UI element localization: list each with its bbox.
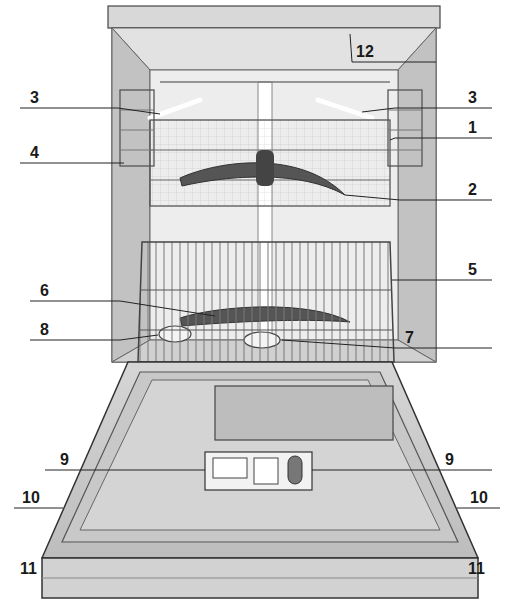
detergent-dispenser: [205, 452, 312, 490]
callout-number: 6: [40, 282, 49, 300]
cup-shelf-left: [120, 90, 154, 166]
callout-number: 11: [468, 560, 485, 578]
leader-line: [457, 508, 500, 509]
dispenser-compartment: [213, 458, 247, 478]
door-outer: [42, 362, 478, 558]
leader-line: [14, 508, 63, 509]
callout-number: 1: [468, 119, 477, 137]
rack-wire: [139, 329, 393, 330]
callout-number: 12: [356, 43, 374, 61]
callout-number: 3: [468, 89, 477, 107]
upper-rail: [160, 81, 390, 83]
leader-line: [282, 340, 492, 348]
callout-number: 10: [22, 489, 40, 507]
kick-plate-edge: [42, 578, 478, 579]
callout-number: 7: [405, 329, 414, 347]
leader-line: [350, 34, 436, 62]
leader-line: [45, 470, 205, 471]
lower-rack: [138, 242, 394, 362]
rinse-aid-indicator: [288, 456, 302, 484]
leader-line: [390, 138, 492, 140]
callout-number: 8: [40, 321, 49, 339]
tub-right-wall: [398, 28, 436, 362]
callout-number: 10: [470, 489, 488, 507]
callout-number: 9: [445, 451, 454, 469]
leader-line: [20, 108, 160, 114]
callout-number: 2: [468, 181, 477, 199]
leader-line: [362, 108, 492, 112]
door: [42, 362, 478, 598]
leader-line: [30, 301, 215, 316]
leader-line: [30, 335, 158, 340]
upper-rack: [120, 90, 422, 206]
callout-number: 4: [30, 144, 39, 162]
cup-shelf-wire: [388, 110, 422, 150]
cup-shelf-right: [388, 90, 422, 166]
door-rim: [62, 372, 458, 542]
leader-line: [20, 163, 124, 164]
callout-number: 11: [20, 560, 37, 578]
cup-shelf-wire: [120, 110, 154, 150]
upper-basket: [150, 120, 390, 206]
tub-ceiling: [112, 28, 436, 70]
callout-number: 5: [468, 261, 477, 279]
lower-basket: [138, 242, 394, 362]
door-window: [215, 386, 393, 440]
door-inner-panel: [80, 380, 440, 530]
spray-arm-hub: [256, 150, 274, 186]
leader-line: [312, 470, 492, 471]
leader-lines: [14, 34, 500, 508]
callout-number: 3: [30, 89, 39, 107]
callout-number: 9: [60, 451, 69, 469]
top-lip: [108, 6, 440, 28]
leader-line: [392, 280, 492, 281]
rack-rail-left: [150, 100, 200, 118]
rack-rail-right: [318, 100, 372, 118]
dispenser-lid: [254, 458, 278, 484]
tub-outer: [112, 28, 436, 362]
tub: [108, 6, 440, 362]
kick-plate: [42, 558, 478, 598]
rack-wire: [140, 289, 392, 290]
